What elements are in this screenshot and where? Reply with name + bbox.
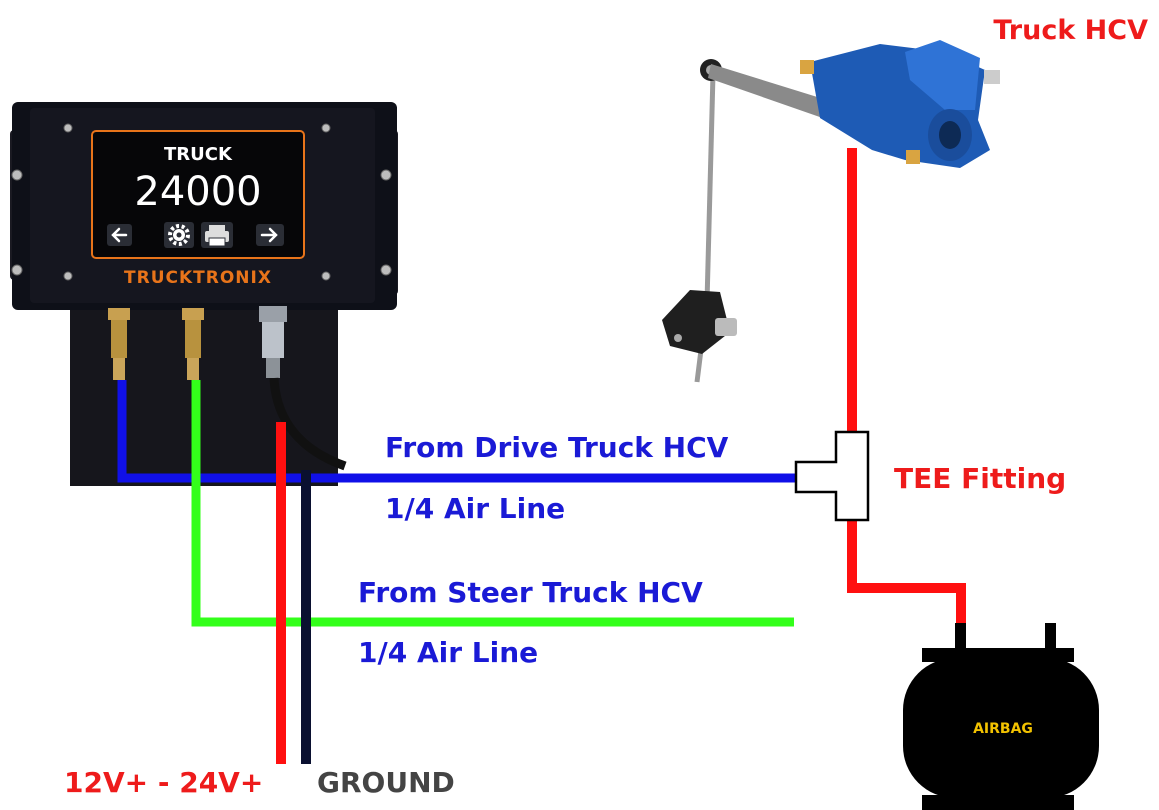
printer-icon[interactable]: [201, 222, 233, 248]
ground-label: GROUND: [317, 766, 455, 799]
hcv-air-line: [847, 148, 966, 624]
drive-line-size-label: 1/4 Air Line: [385, 492, 565, 525]
screen-value: 24000: [134, 169, 261, 215]
drive-air-fitting: [108, 308, 130, 380]
display-screen: [91, 130, 305, 259]
brand-logo: TRUCKTRONIX: [124, 268, 272, 288]
steer-line-label: From Steer Truck HCV: [358, 576, 703, 609]
steer-line-size-label: 1/4 Air Line: [358, 636, 538, 669]
truck-hcv-label: Truck HCV: [993, 15, 1148, 46]
airbag-label: AIRBAG: [973, 721, 1033, 737]
arrow-left-icon[interactable]: [107, 224, 132, 246]
power-connector: [259, 306, 287, 378]
screen-title: TRUCK: [164, 144, 233, 165]
steer-air-line: [191, 380, 794, 627]
hcv-valve-image: [662, 40, 1000, 383]
drive-line-label: From Drive Truck HCV: [385, 431, 729, 464]
airbag-body: [903, 658, 1099, 798]
tee-fitting-label: TEE Fitting: [894, 462, 1066, 495]
tee-fitting: [794, 430, 870, 522]
drive-air-line: [117, 380, 797, 483]
device-cable: [269, 377, 347, 471]
steer-air-fitting: [182, 308, 204, 380]
screws: [11, 123, 392, 281]
gear-icon[interactable]: [164, 222, 194, 248]
power-label: 12V+ - 24V+: [64, 766, 263, 799]
airbag-top-stud-left: [955, 623, 966, 651]
arrow-right-icon[interactable]: [256, 224, 284, 246]
airbag-bottom-plate: [922, 795, 1074, 810]
airbag-top-stud-right: [1045, 623, 1056, 651]
